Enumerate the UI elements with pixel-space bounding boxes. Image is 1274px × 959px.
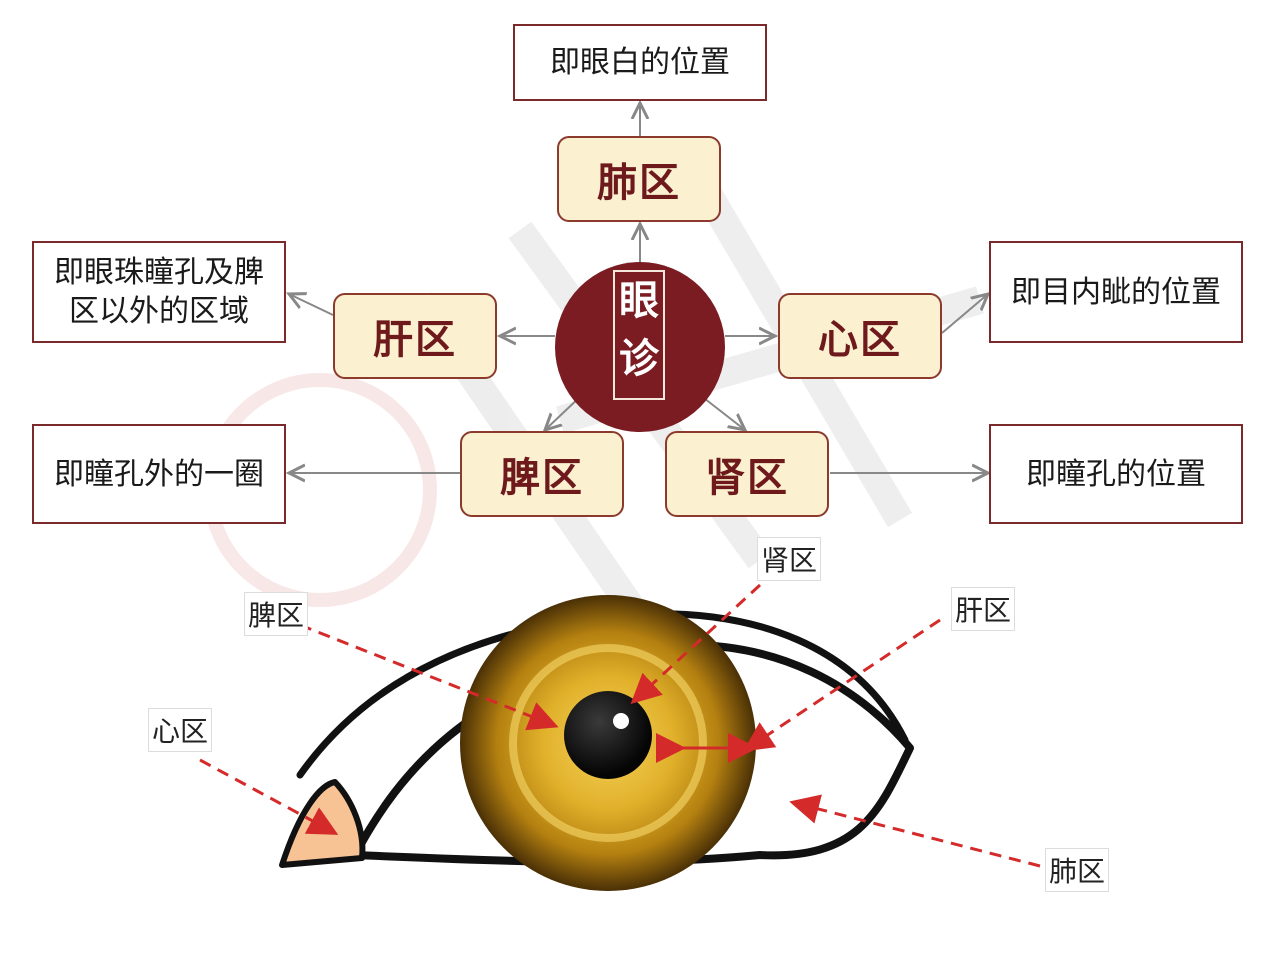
zone-lung: 肺区 (557, 136, 721, 222)
spleen-description: 即瞳孔外的一圈 (32, 424, 286, 524)
pupil-highlight (613, 713, 629, 729)
zone-lung-label: 肺区 (597, 150, 681, 208)
eye-label-heart: 心区 (148, 708, 212, 752)
arrow-to-kidney-zone (700, 395, 745, 430)
center-line-2: 诊 (615, 330, 663, 388)
liver-description-text: 即眼珠瞳孔及脾区以外的区域 (44, 253, 274, 331)
spleen-description-text: 即瞳孔外的一圈 (54, 455, 264, 494)
zone-spleen: 脾区 (460, 431, 624, 517)
zone-heart-label: 心区 (818, 307, 902, 365)
kidney-description-text: 即瞳孔的位置 (1026, 455, 1206, 494)
heart-description-text: 即目内眦的位置 (1011, 273, 1221, 312)
pupil (564, 691, 652, 779)
zone-liver: 肝区 (333, 293, 497, 379)
eye-label-spleen: 脾区 (244, 592, 308, 636)
lung-description-text: 即眼白的位置 (550, 43, 730, 82)
inner-corner-caruncle (282, 782, 362, 865)
eye-label-liver: 肝区 (951, 587, 1015, 631)
heart-description: 即目内眦的位置 (989, 241, 1243, 343)
zone-spleen-label: 脾区 (500, 445, 584, 503)
zone-heart: 心区 (778, 293, 942, 379)
zone-liver-label: 肝区 (373, 307, 457, 365)
eye-illustration (282, 595, 910, 891)
zone-kidney-label: 肾区 (705, 445, 789, 503)
zone-kidney: 肾区 (665, 431, 829, 517)
center-label: 眼 诊 (613, 270, 665, 400)
lung-description: 即眼白的位置 (513, 24, 767, 101)
eye-label-lung: 肺区 (1045, 848, 1109, 892)
eye-label-kidney: 肾区 (757, 537, 821, 581)
arrow-to-liver-desc (289, 294, 333, 315)
liver-description: 即眼珠瞳孔及脾区以外的区域 (32, 241, 286, 343)
kidney-description: 即瞳孔的位置 (989, 424, 1243, 524)
center-line-1: 眼 (615, 272, 663, 330)
